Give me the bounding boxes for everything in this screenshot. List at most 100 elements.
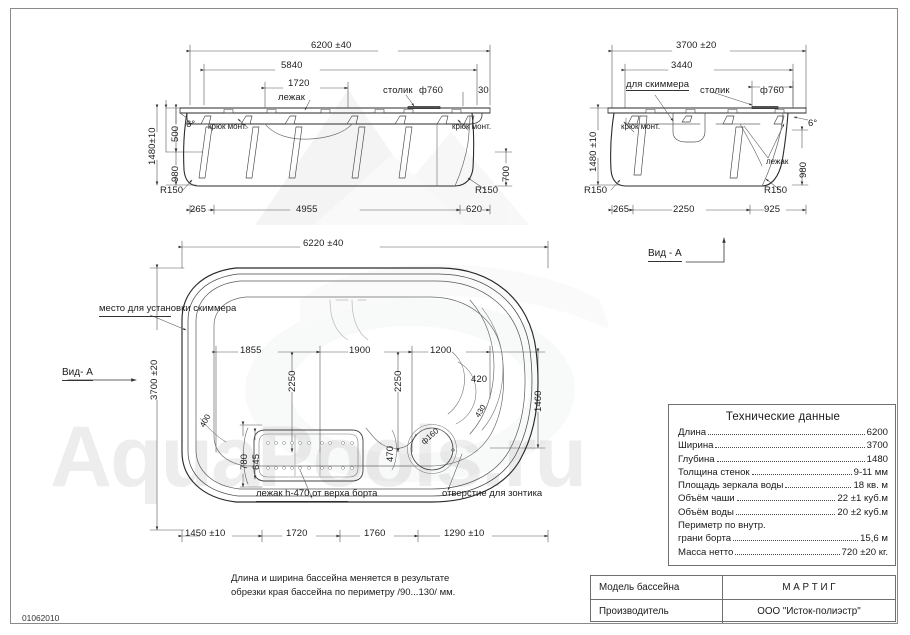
dim-side-inner-length: 5840 — [281, 60, 303, 71]
tech-row-value: 15,6 м — [860, 533, 888, 545]
bottom-note-line2: обрезки края бассейна по периметру /90..… — [231, 586, 456, 598]
dim-side-depth-upper: 500 — [170, 125, 181, 142]
tech-row-key: Площадь зеркала воды — [678, 480, 784, 492]
dim-side-radius-right: R150 — [475, 185, 499, 196]
tech-row-leader — [733, 540, 859, 542]
dim-plan-seg-b: 1900 — [349, 345, 371, 356]
maker-label: Производитель — [591, 599, 723, 623]
dim-side-rim-width: 30 — [478, 85, 489, 96]
tech-row-key: Объём чаши — [678, 493, 735, 505]
tech-row-leader — [716, 460, 865, 462]
maker-value: ООО "Исток-полиэстр" — [757, 605, 861, 617]
tech-row-value: 720 ±20 кг. — [841, 546, 888, 558]
tech-row-key: Глубина — [678, 453, 715, 465]
dim-plan-base-4: 1290 ±10 — [444, 528, 485, 539]
label-plan-lounger: лежак h-470 от верха борта — [256, 488, 377, 502]
tech-row-value: 1480 — [866, 453, 888, 465]
view-label-plan: Вид- А — [62, 367, 93, 381]
tech-row: Объём воды 20 ±2 куб.м — [678, 506, 888, 519]
model-value: М А Р Т И Г — [782, 581, 836, 593]
tech-row: Ширина 3700 — [678, 439, 888, 452]
title-block-row-model: Модель бассейна М А Р Т И Г — [591, 576, 895, 600]
dim-plan-step-420: 420 — [471, 374, 488, 385]
tech-row-value: 22 ±1 куб.м — [837, 493, 888, 505]
label-end-hook: крюк монт. — [621, 122, 661, 131]
dim-side-base-left: 265 — [190, 204, 207, 215]
dim-plan-inner-width-right: 2250 — [393, 370, 404, 392]
dim-side-depth-right: 700 — [501, 165, 512, 182]
dim-end-height-total: 1480 ±10 — [588, 131, 599, 172]
dim-end-depth-right: 980 — [798, 161, 809, 178]
dim-end-radius-right: R150 — [764, 185, 788, 196]
tech-row-key: Объём воды — [678, 506, 734, 518]
tech-row-key: Периметр по внутр. — [678, 520, 766, 532]
tech-row-key: Масса нетто — [678, 546, 734, 558]
label-plan-umbrella-hole: отверстие для зонтика — [442, 488, 543, 499]
label-side-lounger: лежак — [278, 92, 306, 103]
tech-row-leader — [715, 447, 865, 449]
dim-plan-inner-width-left: 2250 — [287, 370, 298, 392]
tech-row-value: 18 кв. м — [853, 480, 888, 492]
tech-row-leader — [785, 487, 852, 489]
tech-row-leader — [708, 434, 865, 435]
bottom-note: Длина и ширина бассейна меняется в резул… — [231, 572, 455, 599]
dim-side-overall-length: 6200 ±40 — [311, 40, 352, 51]
tech-row: Периметр по внутр. — [678, 519, 888, 532]
tech-row: Масса нетто 720 ±20 кг. — [678, 546, 888, 559]
tech-row-key: Ширина — [678, 440, 714, 452]
dim-plan-step-470: 470 — [385, 445, 396, 462]
tech-row: Площадь зеркала воды 18 кв. м — [678, 479, 888, 492]
dim-side-table-dia: ф760 — [419, 85, 444, 96]
tech-row-value: 6200 — [866, 427, 888, 438]
dim-plan-base-3: 1760 — [364, 528, 386, 539]
tech-row-key: Толщина стенок — [678, 466, 750, 478]
dim-end-inner-width: 3440 — [671, 60, 693, 71]
label-side-hook-left: крюк монт. — [208, 122, 248, 131]
tech-row-leader — [735, 513, 836, 515]
view-label-end: Вид - А — [648, 248, 682, 262]
dim-end-base-mid: 2250 — [673, 204, 695, 215]
dim-end-overall-width: 3700 ±20 — [676, 40, 717, 51]
dim-plan-overall-width: 3700 ±20 — [149, 359, 160, 400]
tech-row-value: 3700 — [866, 440, 888, 452]
dim-side-depth-lower: 980 — [170, 165, 181, 182]
tech-row-key: грани борта — [678, 533, 732, 545]
dim-plan-seg-a: 1855 — [240, 345, 262, 356]
dim-plan-right-width: 1460 — [533, 390, 544, 412]
dim-plan-overall-length: 6220 ±40 — [303, 238, 344, 249]
dim-side-height-total: 1480±10 — [147, 127, 158, 165]
bottom-note-line1: Длина и ширина бассейна меняется в резул… — [231, 573, 450, 584]
tech-row-leader — [751, 473, 852, 475]
dim-end-table-dia: ф760 — [760, 85, 785, 96]
document-number: 01062010 — [22, 613, 60, 623]
label-end-lounger: лежак — [766, 157, 789, 166]
label-plan-skimmer-place: место для установки скиммера — [99, 303, 236, 317]
dim-plan-base-2: 1720 — [286, 528, 308, 539]
tech-row: Глубина 1480 — [678, 453, 888, 466]
dim-end-base-left: 265 — [613, 204, 630, 215]
tech-row-leader — [735, 553, 840, 555]
tech-row-leader — [736, 500, 836, 502]
label-side-table: столик — [383, 85, 413, 96]
title-block-row-maker: Производитель ООО "Исток-полиэстр" — [591, 599, 895, 623]
model-label: Модель бассейна — [591, 576, 723, 599]
tech-row-value: 20 ±2 куб.м — [837, 506, 888, 518]
dim-plan-lounger-w2: 645 — [251, 453, 262, 470]
label-end-table: столик — [700, 85, 730, 96]
dim-side-base-mid: 4955 — [296, 204, 318, 215]
label-side-hook-right: крюк монт. — [452, 122, 492, 131]
dim-side-base-right: 620 — [466, 204, 483, 215]
technical-data-title: Технические данные — [725, 411, 841, 423]
dim-plan-lounger-w: 780 — [239, 453, 250, 470]
dim-side-radius-left: R150 — [160, 185, 184, 196]
dim-end-base-right: 925 — [764, 204, 781, 215]
dim-side-angle: 6° — [186, 119, 196, 130]
dim-plan-seg-c: 1200 — [430, 345, 452, 356]
dim-end-angle: 6° — [808, 118, 818, 129]
dim-side-lounger-length: 1720 — [288, 78, 310, 89]
